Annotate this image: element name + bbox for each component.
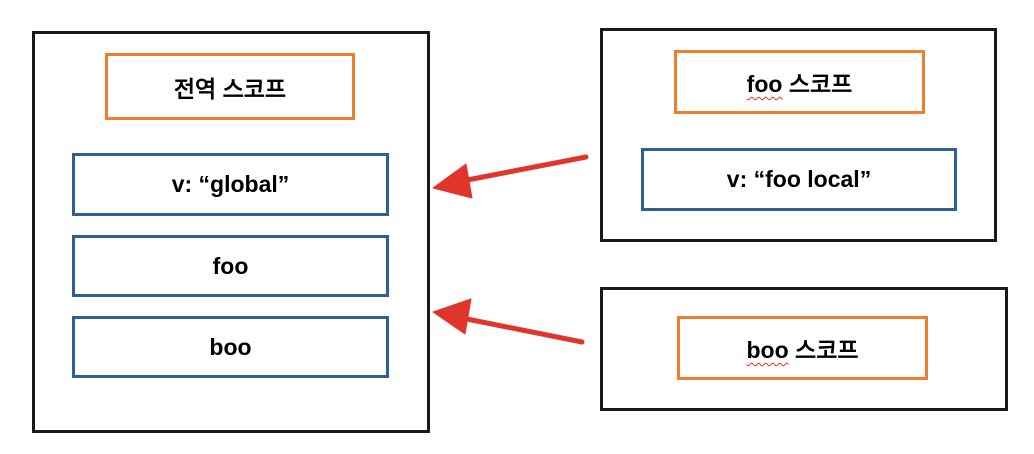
- foo-scope-title-text: foo 스코프: [747, 65, 853, 99]
- foo-scope-title-word: foo: [746, 71, 783, 97]
- foo-scope-title-rest: 스코프: [782, 71, 853, 97]
- variable-foo-text: foo: [212, 252, 249, 279]
- foo-to-global-arrow-head: [432, 163, 473, 199]
- foo-scope-title: foo 스코프: [674, 50, 925, 114]
- variable-v-global-text: v: “global”: [171, 171, 290, 197]
- global-scope-title-text: 전역 스코프: [173, 75, 287, 102]
- boo-scope-title: boo 스코프: [677, 316, 928, 380]
- boo-to-global-arrow-head: [432, 298, 472, 335]
- variable-foo: foo: [72, 235, 389, 297]
- variable-v-foo-local: v: “foo local”: [641, 148, 957, 211]
- boo-scope-title-word: boo: [746, 337, 789, 363]
- variable-boo-text: boo: [209, 333, 252, 360]
- boo-scope-title-rest: 스코프: [788, 337, 859, 363]
- foo-to-global-arrow-line: [459, 154, 589, 184]
- variable-v-foo-local-text: v: “foo local”: [726, 166, 872, 192]
- boo-scope-title-text: boo 스코프: [746, 331, 858, 365]
- variable-v-global: v: “global”: [72, 153, 389, 216]
- boo-to-global-arrow-line: [459, 315, 585, 345]
- global-scope-title: 전역 스코프: [105, 53, 355, 120]
- variable-boo: boo: [72, 316, 389, 378]
